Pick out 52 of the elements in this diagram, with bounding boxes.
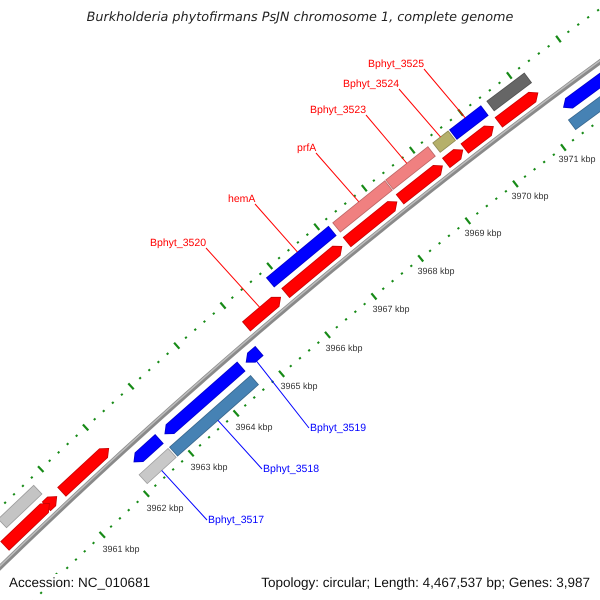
gene-feature <box>0 503 50 551</box>
gene-feature <box>133 434 164 462</box>
gene-label: Bphyt_3517 <box>208 514 264 526</box>
accession-text: Accession: NC_010681 <box>9 574 150 591</box>
leader-line <box>161 470 208 520</box>
scale-label: 3966 kbp <box>325 343 363 353</box>
scale-label: 3969 kbp <box>464 228 502 238</box>
scale-label: 3967 kbp <box>372 304 410 314</box>
leader-line <box>256 360 310 428</box>
leader-line <box>366 114 408 164</box>
map-title: Burkholderia phytofirmans PsJN chromosome 1, complete genome <box>86 10 514 25</box>
gene-label: Bphyt_3524 <box>343 78 400 90</box>
scale-label: 3963 kbp <box>190 462 228 472</box>
leader-line <box>217 420 262 470</box>
leader-line <box>424 68 466 118</box>
scale-label: 3961 kbp <box>102 544 140 554</box>
gene-feature <box>281 246 342 298</box>
gene-label: Bphyt_3525 <box>368 58 424 70</box>
gene-feature <box>494 92 538 128</box>
gene-block <box>0 484 42 528</box>
gene-block <box>385 146 436 190</box>
leader-line <box>206 248 260 308</box>
gene-feature <box>442 149 464 168</box>
scale-label: 3970 kbp <box>511 191 549 201</box>
gene-label: Bphyt_3518 <box>263 463 320 475</box>
gene-block <box>266 226 337 288</box>
gene-label: Bphyt_3520 <box>150 237 206 249</box>
gene-label: hemA <box>228 193 256 205</box>
scale-label: 3968 kbp <box>417 266 455 276</box>
scale-label: 3962 kbp <box>146 503 184 513</box>
gene-block <box>486 72 532 112</box>
scale-label: 3965 kbp <box>280 381 318 391</box>
scale-label: 3964 kbp <box>235 422 273 432</box>
gene-feature <box>460 126 494 154</box>
gene-label: prfA <box>297 142 316 154</box>
gene-block <box>332 180 393 233</box>
gene-feature <box>246 346 264 363</box>
gene-feature <box>396 165 443 205</box>
leader-line <box>316 152 360 202</box>
gene-feature <box>342 201 398 248</box>
gene-block <box>168 375 259 457</box>
genome-summary: Topology: circular; Length: 4,467,537 bp; Genes: 3,987 <box>261 574 590 591</box>
gene-block <box>138 448 177 484</box>
gene-label: Bphyt_3519 <box>310 422 366 434</box>
leader-line <box>254 204 298 252</box>
gene-label: Bphyt_3523 <box>310 104 366 116</box>
gene-block <box>432 130 456 153</box>
leader-line <box>398 88 441 138</box>
scale-label: 3971 kbp <box>558 154 596 164</box>
gene-feature <box>242 296 282 332</box>
gene-block <box>449 105 489 140</box>
gene-feature <box>57 448 110 497</box>
